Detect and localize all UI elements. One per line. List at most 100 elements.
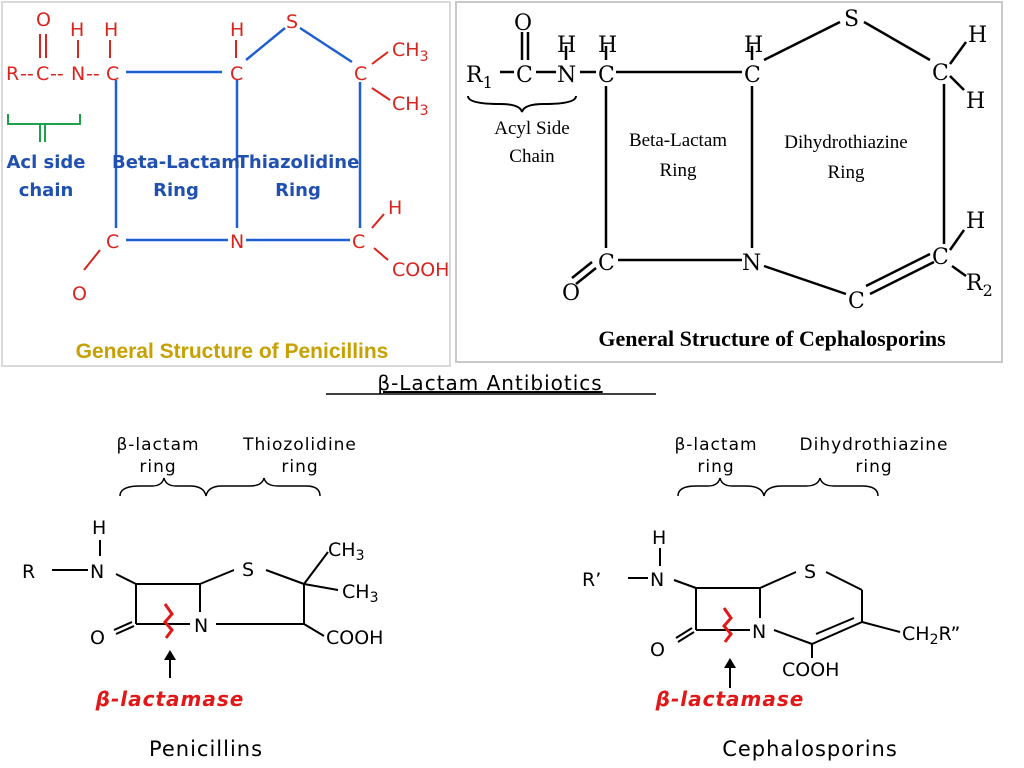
- atom-N: N: [71, 63, 85, 85]
- acyl-brace: [467, 95, 577, 113]
- cephalosporin-panel-frame: [455, 1, 1003, 363]
- cephalosporin-panel: R1 O C H N H C H C S C H H C O N C C H R…: [455, 1, 1003, 363]
- penicillin-structure-atoms: H R N S CH3 CH3 O N COOH: [22, 517, 383, 649]
- penicillin-structure-bonds: [52, 540, 339, 678]
- ring-label-beta-lactam-ring: ring: [697, 457, 734, 477]
- atom-R2: R2: [966, 271, 993, 300]
- acyl-bracket: [7, 114, 81, 142]
- atom-C1: C: [106, 63, 119, 85]
- atom-H3b: H: [966, 89, 985, 114]
- atom-C-low: C: [848, 289, 865, 314]
- label-dihydrothiazine-1: Dihydrothiazine: [784, 132, 907, 153]
- atom-H-N: H: [70, 19, 84, 41]
- ring-label-thiozolidine-ring: ring: [281, 457, 318, 477]
- label-thiazolidine-2: Ring: [275, 180, 321, 201]
- cephalosporin-brace: [677, 477, 879, 497]
- penicillin-name: Penicillins: [149, 737, 263, 761]
- cephalosporin-break-mark: [722, 607, 733, 643]
- penicillin-labels: Acl side chain Beta-Lactam Ring Thiazoli…: [6, 152, 359, 201]
- cephalosporin-arrow-head: [724, 658, 736, 668]
- penicillin-enzyme-label: β-lactamase: [95, 687, 245, 711]
- label-beta-lactam-1: Beta-Lactam: [629, 130, 727, 151]
- atom-COOH: COOH: [392, 259, 449, 281]
- ring-label-thiozolidine: Thiozolidine: [242, 435, 357, 455]
- atom-N-ring: N: [742, 251, 761, 276]
- cephalosporin-labels: Acyl Side Chain Beta-Lactam Ring Dihydro…: [494, 118, 907, 183]
- atom-H1: H: [598, 33, 617, 58]
- dash-1: --: [20, 63, 34, 85]
- atom-H2: H: [230, 19, 244, 41]
- atom-H2: H: [744, 33, 763, 58]
- atom-C3: C: [354, 63, 367, 85]
- atom-S: S: [286, 11, 298, 33]
- bottom-penicillin: β-lactam ring Thiozolidine ring: [22, 435, 383, 761]
- atom-CH3-b: CH3: [342, 581, 378, 606]
- label-beta-lactam-2: Ring: [660, 160, 697, 181]
- atom-S: S: [804, 561, 816, 583]
- label-dihydrothiazine-2: Ring: [828, 162, 865, 183]
- dash-2: --: [50, 63, 64, 85]
- cephalosporin-atoms: R1 O C H N H C H C S C H H C O N C C H R…: [466, 7, 993, 314]
- ring-label-dihydrothiazine-ring: ring: [855, 457, 892, 477]
- penicillin-ring-labels: β-lactam ring Thiozolidine ring: [116, 435, 357, 477]
- cephalosporin-structure-bonds: [628, 548, 901, 688]
- penicillin-side-bonds: [39, 34, 391, 271]
- cephalosporin-enzyme-label: β-lactamase: [655, 687, 805, 711]
- ring-label-beta-lactam-ring: ring: [139, 457, 176, 477]
- ring-label-beta-lactam: β-lactam: [116, 435, 199, 455]
- penicillin-caption: General Structure of Penicillins: [76, 340, 389, 363]
- penicillin-atoms: O R -- C -- N -- H H C H C S C CH3 CH3 C…: [6, 9, 449, 305]
- label-acyl-2: chain: [19, 180, 74, 201]
- atom-R-prime: R’: [582, 569, 601, 591]
- atom-H: H: [652, 527, 666, 549]
- atom-C2: C: [744, 63, 761, 88]
- atom-H: H: [92, 517, 106, 539]
- cephalosporin-structure-atoms: H R’ N S O N COOH CH2R”: [582, 527, 960, 681]
- penicillin-panel: O R -- C -- N -- H H C H C S C CH3 CH3 C…: [1, 1, 451, 367]
- penicillin-arrow-head: [164, 650, 176, 660]
- atom-CH3-a: CH3: [328, 539, 364, 564]
- label-acyl-2: Chain: [509, 146, 555, 167]
- penicillin-bonds: [114, 26, 362, 242]
- atom-C2: C: [230, 63, 243, 85]
- atom-N: N: [557, 63, 576, 88]
- atom-CH3-a: CH3: [392, 39, 428, 65]
- atom-C3: C: [932, 61, 949, 86]
- main-title: β-Lactam Antibiotics: [377, 371, 602, 395]
- penicillin-brace: [119, 477, 321, 497]
- atom-S: S: [242, 559, 254, 581]
- atom-CH2R: CH2R”: [902, 623, 960, 648]
- bottom-cephalosporin: β-lactam ring Dihydrothiazine ring: [582, 435, 960, 761]
- atom-N: N: [90, 561, 104, 583]
- atom-S: S: [844, 7, 859, 32]
- label-thiazolidine-1: Thiazolidine: [237, 152, 360, 173]
- atom-C-carbonyl: C: [516, 63, 533, 88]
- cephalosporin-caption: General Structure of Cephalosporins: [598, 326, 946, 351]
- atom-C-bottom: C: [598, 251, 615, 276]
- atom-O-top: O: [36, 9, 51, 31]
- atom-C4: C: [352, 231, 365, 253]
- atom-N-ring: N: [752, 621, 766, 643]
- atom-COOH: COOH: [782, 659, 839, 681]
- atom-H3a: H: [968, 23, 987, 48]
- cephalosporin-ring-labels: β-lactam ring Dihydrothiazine ring: [674, 435, 949, 477]
- dash-3: --: [86, 63, 100, 85]
- atom-N: N: [650, 569, 664, 591]
- atom-C-carbonyl: C: [36, 63, 49, 85]
- atom-C1: C: [598, 63, 615, 88]
- atom-H-N: H: [557, 33, 576, 58]
- atom-R1: R1: [466, 63, 493, 92]
- ring-label-dihydrothiazine: Dihydrothiazine: [800, 435, 949, 455]
- atom-O: O: [90, 627, 105, 649]
- atom-R: R: [6, 63, 19, 85]
- label-acyl-1: Acl side: [6, 152, 85, 173]
- atom-H1: H: [104, 19, 118, 41]
- atom-C4: C: [932, 245, 949, 270]
- atom-O-bottom: O: [562, 281, 580, 306]
- ring-label-beta-lactam: β-lactam: [674, 435, 757, 455]
- atom-H4: H: [966, 209, 985, 234]
- atom-O-top: O: [514, 11, 532, 36]
- atom-C-bottom: C: [106, 231, 119, 253]
